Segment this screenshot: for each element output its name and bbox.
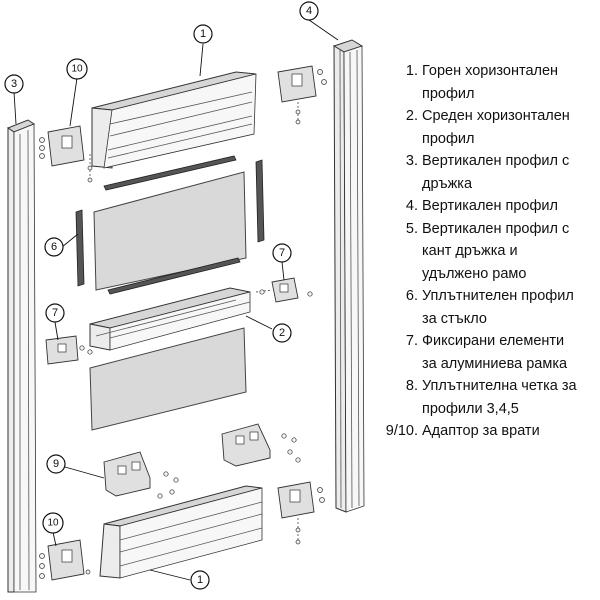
svg-text:2: 2 [279,327,285,339]
legend-item: 2.Среден хоризонтален [380,105,596,128]
door-adapter-bottom-right [277,481,325,545]
callout-10-bottom: 10 [42,512,64,534]
svg-text:6: 6 [51,241,57,253]
svg-text:7: 7 [52,307,58,319]
right-vertical-profile [332,39,365,513]
callout-7-left: 7 [45,303,65,323]
legend-item: 3.Вертикален профил с [380,150,596,173]
legend-item: 8.Уплътнителна четка за [380,375,596,398]
legend-item-number [380,353,422,376]
legend-item-number [380,240,422,263]
legend-item-text: за стъкло [422,310,487,327]
left-vertical-profile [6,119,37,593]
legend-item-text: Уплътнителна четка за [422,378,577,394]
svg-text:4: 4 [306,5,312,17]
legend-item-text: профили 3,4,5 [422,400,519,417]
legend-item-number [380,128,422,151]
fixing-element-right [255,277,313,303]
legend-item: профил [380,83,596,106]
legend-item-number: 1. [405,63,418,79]
callout-4: 4 [299,1,319,21]
bottom-horizontal-profile [99,485,263,579]
legend-item: за алуминиева рамка [380,353,596,376]
legend-item-number [380,263,422,286]
glass-seal-left [75,209,85,287]
legend-item: дръжка [380,173,596,196]
legend-item-text: Фиксирани елементи [422,333,565,349]
legend-item-text: профил [422,130,475,147]
svg-text:1: 1 [197,574,203,586]
callout-2: 2 [272,323,292,343]
glass-seal-top [103,155,237,191]
callout-1-top: 1 [193,24,213,44]
callout-9: 9 [46,454,66,474]
legend-item: 5.Вертикален профил с [380,218,596,241]
glass-panel-top [93,171,247,291]
svg-text:10: 10 [71,64,83,75]
legend-item-number: 5. [405,220,418,237]
legend-item-text: кант дръжка и [422,243,518,259]
middle-horizontal-profile [89,287,251,351]
callout-7-right: 7 [272,243,292,263]
legend-item-number [380,83,422,106]
legend-item: профил [380,128,596,151]
door-adapter-middle-right [221,423,301,467]
legend-item: 6.Уплътнителен профил [380,285,596,308]
callout-1-bottom: 1 [190,570,210,590]
door-adapter-bottom-left [39,539,91,581]
legend-item-text: Вертикален профил с [422,153,570,169]
legend-item: 1.Горен хоризонтален [380,60,596,83]
legend-item-number: 4. [405,198,418,214]
legend-item: 7.Фиксирани елементи [380,330,596,353]
legend-item-number: 6. [405,288,418,304]
svg-text:1: 1 [200,28,206,40]
legend-item: за стъкло [380,308,596,331]
legend-item: 9/10.Адаптор за врати [380,420,596,443]
legend-item-text: Вертикален профил с [422,220,570,237]
svg-text:7: 7 [279,247,285,259]
legend-item-number: 8. [405,378,418,394]
door-adapter-top-right [277,65,327,126]
legend-item-text: Адаптор за врати [422,423,540,439]
legend-item-text: Вертикален профил [422,198,558,214]
svg-text:10: 10 [47,518,59,529]
callout-10-top: 10 [66,58,88,80]
door-adapter-top-left [39,125,93,183]
legend-item-number: 9/10. [385,423,418,439]
legend-item: профили 3,4,5 [380,398,596,421]
legend-item-number [380,398,422,421]
legend-item: 4.Вертикален профил [380,195,596,218]
door-adapter-9 [103,451,179,499]
callout-6: 6 [44,237,64,257]
legend-item-number: 3. [405,153,418,169]
legend-item-number [380,173,422,196]
fixing-element-left [45,335,93,365]
legend-item-number [380,308,422,331]
legend-item-number: 2. [405,108,418,124]
glass-seal-right [255,159,265,243]
top-horizontal-profile [91,71,257,169]
callout-3: 3 [4,74,24,94]
legend-item-number: 7. [405,333,418,349]
svg-text:3: 3 [11,78,17,90]
legend-item: кант дръжка и [380,240,596,263]
glass-seal-bottom [107,257,241,295]
legend-item-text: профил [422,85,475,102]
legend-item-text: удължено рамо [422,265,527,282]
legend-item-text: Горен хоризонтален [422,63,559,79]
svg-text:9: 9 [53,458,59,470]
legend-item-text: Уплътнителен профил [422,288,574,304]
glass-panel-bottom [89,327,247,431]
legend-item-text: дръжка [422,175,473,192]
legend-item-text: Среден хоризонтален [422,108,570,124]
legend-item-text: за алуминиева рамка [422,355,568,372]
legend-item: удължено рамо [380,263,596,286]
